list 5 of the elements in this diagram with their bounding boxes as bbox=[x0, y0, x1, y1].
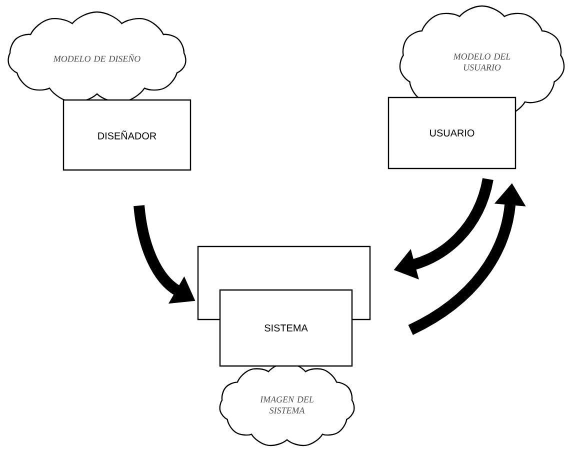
labeled-box: USUARIO bbox=[388, 96, 516, 170]
labeled-box: DISEÑADOR bbox=[62, 99, 192, 171]
labeled-box: SISTEMA bbox=[219, 289, 353, 367]
text-cloud: IMAGEN DEL SISTEMA bbox=[219, 362, 355, 446]
text-cloud: MODELO DE DISEÑO bbox=[8, 11, 186, 103]
